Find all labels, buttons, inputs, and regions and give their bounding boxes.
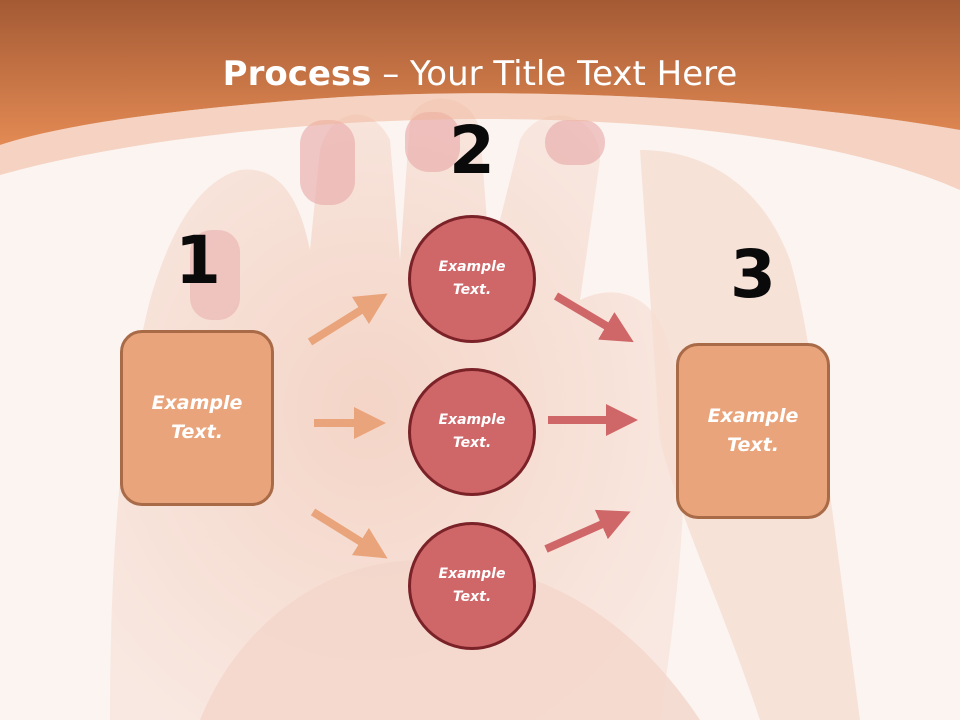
title-dash: –: [371, 54, 411, 94]
circle-top-text: Example Text.: [438, 259, 506, 298]
right-box: Example Text.: [676, 343, 830, 519]
step-number-3: 3: [730, 236, 776, 313]
left-box: Example Text.: [120, 330, 274, 506]
step-number-2: 2: [449, 112, 495, 189]
slide-title: Process – Your Title Text Here: [0, 52, 960, 96]
circle-bottom: Example Text.: [408, 522, 536, 650]
left-box-text: Example Text.: [151, 392, 243, 443]
step-number-1: 1: [175, 222, 221, 299]
right-box-text: Example Text.: [707, 405, 799, 456]
circle-top: Example Text.: [408, 215, 536, 343]
circle-middle: Example Text.: [408, 368, 536, 496]
circle-bottom-text: Example Text.: [438, 566, 506, 605]
title-rest: Your Title Text Here: [410, 54, 738, 94]
circle-middle-text: Example Text.: [438, 412, 506, 451]
title-bold: Process: [222, 54, 372, 94]
